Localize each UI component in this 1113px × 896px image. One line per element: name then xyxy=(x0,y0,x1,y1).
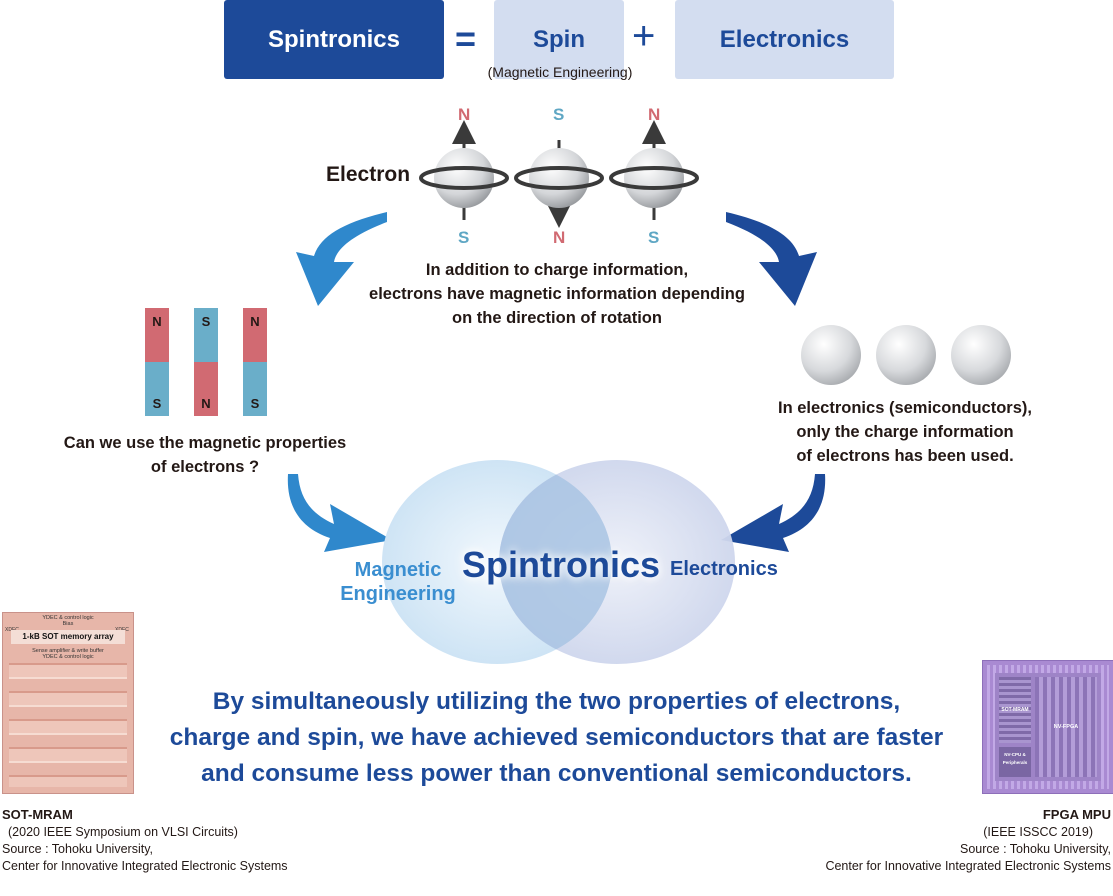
plus-sign: + xyxy=(632,14,656,58)
spin-caption-line-1: In addition to charge information, xyxy=(425,261,689,279)
spin-term: Spin xyxy=(533,25,585,53)
spin-caption: In addition to charge information, elect… xyxy=(340,258,774,330)
spin-term-box: Spin xyxy=(494,0,624,79)
magnet-3-top-pole: N xyxy=(250,314,260,329)
venn-label-electronics: Electronics xyxy=(670,558,778,580)
charge-only-electrons xyxy=(801,325,1011,385)
sot-mram-source: (2020 IEEE Symposium on VLSI Circuits) S… xyxy=(2,824,288,875)
curved-arrows xyxy=(287,212,826,552)
magnet-1 xyxy=(145,308,169,416)
venn-overlap xyxy=(499,460,612,664)
plain-electron-1 xyxy=(801,325,861,385)
fpga-mpu-source: (IEEE ISSCC 2019) Source : Tohoku Univer… xyxy=(825,824,1111,875)
electron-1-top-pole: N xyxy=(458,105,471,124)
fpga-mpu-title: FPGA MPU xyxy=(1042,807,1111,822)
electron-label: Electron xyxy=(326,163,411,186)
spinning-electrons-graphic xyxy=(419,120,699,228)
spin-caption-line-2: electrons have magnetic information depe… xyxy=(369,285,745,303)
die-fpga-block: NV-FPGA xyxy=(1035,677,1097,777)
magnet-3 xyxy=(243,308,267,416)
sot-mram-die-photo: YDEC & control logic Bias XDEC XDEC 1-kB… xyxy=(2,612,134,794)
electronics-caption-line-2: only the charge information xyxy=(796,423,1014,441)
conclusion-line-1: By simultaneously utilizing the two prop… xyxy=(212,688,901,715)
magnet-1-bottom-pole: S xyxy=(152,396,162,411)
fpga-mpu-line-1: (IEEE ISSCC 2019) xyxy=(983,825,1093,839)
magnet-question: Can we use the magnetic properties of el… xyxy=(40,431,370,479)
sot-mram-line-1: (2020 IEEE Symposium on VLSI Circuits) xyxy=(8,825,238,839)
plain-electron-3 xyxy=(951,325,1011,385)
sot-mram-line-2: Source : Tohoku University, xyxy=(2,842,153,856)
arrow-bottom-right xyxy=(721,474,826,552)
electron-1-bottom-pole: S xyxy=(458,228,470,247)
magnet-question-line-1: Can we use the magnetic properties xyxy=(63,434,347,452)
plain-electron-2 xyxy=(876,325,936,385)
die-ydec-label: YDEC & control logic xyxy=(42,654,94,660)
spintronics-term: Spintronics xyxy=(267,25,400,53)
fpga-mpu-line-3: Center for Innovative Integrated Electro… xyxy=(825,859,1111,873)
electron-2 xyxy=(514,140,604,228)
electronics-caption: In electronics (semiconductors), only th… xyxy=(755,396,1055,468)
electron-2-bottom-pole: N xyxy=(553,228,566,247)
conclusion-text: By simultaneously utilizing the two prop… xyxy=(140,684,973,792)
conclusion-line-3: and consume less power than conventional… xyxy=(201,760,912,787)
electronics-term-box: Electronics xyxy=(675,0,894,79)
electron-3-bottom-pole: S xyxy=(648,228,660,247)
die-array-area xyxy=(9,663,127,787)
equals-sign: = xyxy=(455,18,477,59)
arrow-bottom-left xyxy=(287,474,392,552)
conclusion-line-2: charge and spin, we have achieved semico… xyxy=(169,724,944,751)
electron-2-top-pole: S xyxy=(553,105,565,124)
magnet-1-top-pole: N xyxy=(152,314,162,329)
arrow-top-left xyxy=(296,212,387,306)
venn-label-magnetic: Magnetic Engineering xyxy=(330,558,466,606)
sot-mram-line-3: Center for Innovative Integrated Electro… xyxy=(2,859,288,873)
magnet-2-bottom-pole: N xyxy=(201,396,211,411)
die-mram-block: SOT-MRAM xyxy=(999,677,1031,743)
venn-label-magnetic-line-1: Magnetic xyxy=(354,559,442,581)
electron-1 xyxy=(419,120,509,220)
electron-3 xyxy=(609,120,699,220)
spin-caption-line-3: on the direction of rotation xyxy=(452,309,662,327)
die-title-label: 1-kB SOT memory array xyxy=(11,630,125,644)
die-cpu-block: NV-CPU & Peripherals xyxy=(999,747,1031,777)
fpga-mpu-die-photo: SOT-MRAM NV-FPGA NV-CPU & Peripherals xyxy=(982,660,1113,794)
sot-mram-title: SOT-MRAM xyxy=(2,807,73,822)
venn-label-center: Spintronics xyxy=(462,544,661,585)
spintronics-term-box: Spintronics xyxy=(224,0,444,79)
magnet-question-line-2: of electrons ? xyxy=(150,458,260,476)
fpga-mpu-line-2: Source : Tohoku University, xyxy=(960,842,1111,856)
die-top-label: YDEC & control logic xyxy=(42,615,94,621)
magnet-3-bottom-pole: S xyxy=(250,396,260,411)
die-bias-label: Bias xyxy=(62,621,74,627)
die-sense-label: Sense amplifier & write buffer xyxy=(32,648,104,654)
arrow-top-right xyxy=(726,212,817,306)
venn-diagram xyxy=(382,460,735,664)
electronics-caption-line-1: In electronics (semiconductors), xyxy=(778,399,1032,417)
electron-3-top-pole: N xyxy=(648,105,661,124)
magnet-2 xyxy=(194,308,218,416)
spin-term-note: (Magnetic Engineering) xyxy=(487,64,633,80)
venn-label-magnetic-line-2: Engineering xyxy=(340,583,456,605)
electronics-term: Electronics xyxy=(719,25,850,53)
electronics-caption-line-3: of electrons has been used. xyxy=(796,447,1014,465)
magnet-2-top-pole: S xyxy=(201,314,211,329)
